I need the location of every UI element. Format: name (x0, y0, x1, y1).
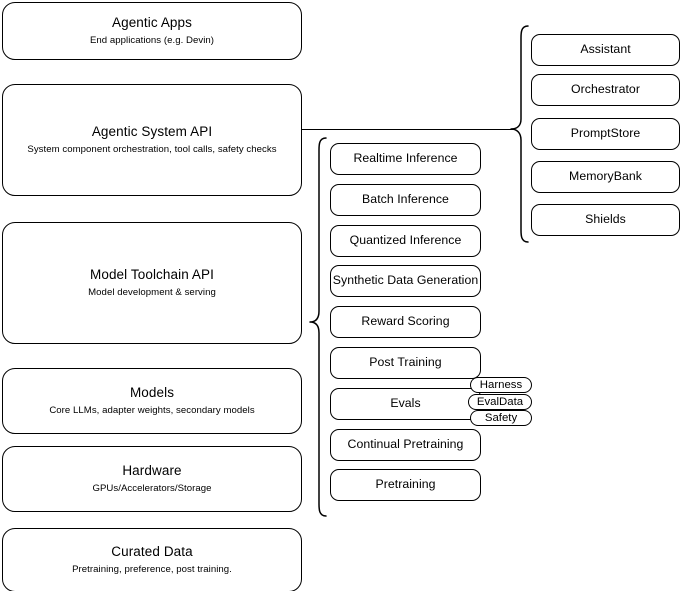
layer-subtitle: End applications (e.g. Devin) (89, 35, 215, 47)
pill-label: Reward Scoring (361, 314, 450, 329)
pill-label: Synthetic Data Generation (332, 273, 479, 288)
pill-batch-inference[interactable]: Batch Inference (330, 184, 481, 216)
pill-quantized-inference[interactable]: Quantized Inference (330, 225, 481, 257)
pill-promptstore[interactable]: PromptStore (531, 118, 680, 150)
chip-label: Harness (479, 378, 523, 391)
layer-title: Curated Data (111, 543, 193, 559)
pill-evals[interactable]: Evals (330, 388, 481, 420)
connector-line-system-api (302, 128, 514, 130)
pill-label: Post Training (369, 355, 442, 370)
layer-hardware[interactable]: Hardware GPUs/Accelerators/Storage (2, 446, 302, 512)
layer-title: Model Toolchain API (90, 266, 214, 282)
pill-label: Batch Inference (362, 192, 449, 207)
layer-subtitle: Model development & serving (88, 287, 216, 299)
pill-label: Realtime Inference (353, 151, 458, 166)
pill-realtime-inference[interactable]: Realtime Inference (330, 143, 481, 175)
layer-title: Models (129, 384, 175, 400)
pill-orchestrator[interactable]: Orchestrator (531, 74, 680, 106)
pill-label: PromptStore (570, 126, 641, 141)
layer-title: Hardware (122, 462, 182, 478)
pill-label: Pretraining (375, 477, 436, 492)
layer-subtitle: GPUs/Accelerators/Storage (92, 483, 212, 495)
pill-label: Evals (390, 396, 421, 411)
layer-agentic-system-api[interactable]: Agentic System API System component orch… (2, 84, 302, 196)
layer-agentic-apps[interactable]: Agentic Apps End applications (e.g. Devi… (2, 2, 302, 60)
pill-assistant[interactable]: Assistant (531, 34, 680, 66)
pill-label: Assistant (580, 42, 631, 57)
layer-subtitle: System component orchestration, tool cal… (27, 144, 277, 156)
pill-label: Continual Pretraining (347, 437, 464, 452)
chip-evaldata[interactable]: EvalData (468, 394, 532, 410)
pill-label: Quantized Inference (349, 233, 462, 248)
brace-system-components (508, 24, 530, 244)
pill-synthetic-data-generation[interactable]: Synthetic Data Generation (330, 265, 481, 297)
layer-title: Agentic System API (91, 123, 213, 139)
pill-label: Orchestrator (571, 82, 640, 97)
pill-post-training[interactable]: Post Training (330, 347, 481, 379)
chip-harness[interactable]: Harness (470, 377, 532, 393)
layer-subtitle: Core LLMs, adapter weights, secondary mo… (49, 405, 255, 417)
brace-toolchain (308, 136, 328, 518)
pill-pretraining[interactable]: Pretraining (330, 469, 481, 501)
layer-curated-data[interactable]: Curated Data Pretraining, preference, po… (2, 528, 302, 591)
chip-label: Safety (484, 411, 518, 424)
layer-subtitle: Pretraining, preference, post training. (72, 564, 232, 576)
pill-label: Shields (585, 212, 626, 227)
pill-label: MemoryBank (569, 169, 642, 184)
chip-label: EvalData (476, 395, 524, 408)
pill-shields[interactable]: Shields (531, 204, 680, 236)
pill-continual-pretraining[interactable]: Continual Pretraining (330, 429, 481, 461)
layer-model-toolchain-api[interactable]: Model Toolchain API Model development & … (2, 222, 302, 344)
pill-reward-scoring[interactable]: Reward Scoring (330, 306, 481, 338)
layer-title: Agentic Apps (111, 14, 192, 30)
layer-models[interactable]: Models Core LLMs, adapter weights, secon… (2, 368, 302, 434)
chip-safety[interactable]: Safety (470, 410, 532, 426)
pill-memorybank[interactable]: MemoryBank (531, 161, 680, 193)
